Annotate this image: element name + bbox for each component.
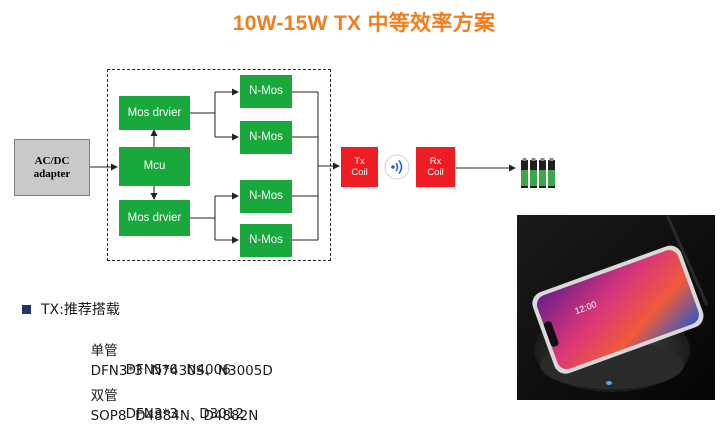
square-bullet-icon [22, 304, 31, 314]
tx-row-4: DFN3*3 D3012 [117, 390, 244, 422]
battery-icon [519, 156, 559, 190]
nmos-block-2: N-Mos [240, 121, 292, 154]
wireless-charger-phone-photo: 12:00 [517, 215, 715, 400]
ac-dc-adapter-block: AC/DC adapter [14, 139, 90, 196]
tx-row-1: 单管 DFN3*3 N7430S、N3005D [82, 323, 273, 379]
rx-coil-block: Rx Coil [416, 147, 455, 187]
mos-driver-bottom-block: Mos drvier [119, 200, 190, 236]
page-title: 10W-15W TX 中等效率方案 [232, 12, 496, 35]
tx-row-label: 单管 [90, 343, 118, 359]
tx-coil-block: Tx Coil [341, 147, 378, 187]
diagram-connectors [89, 88, 516, 244]
mcu-block: Mcu [119, 147, 190, 186]
wireless-signal-icon [384, 154, 410, 180]
tx-row-value: DFN3*3 N7430S、N3005D [90, 363, 273, 379]
tx-section-heading: TX:推荐搭载 [22, 299, 120, 319]
nmos-block-3: N-Mos [240, 180, 292, 213]
tx-heading-text: TX:推荐搭载 [41, 302, 120, 318]
tx-row-2: DFN5*6 N4006 [117, 346, 231, 378]
tx-row-value: DFN5*6 N4006 [125, 362, 231, 378]
nmos-block-1: N-Mos [240, 75, 292, 108]
tx-module-boundary [107, 69, 331, 261]
tx-row-value: DFN3*3 D3012 [125, 406, 244, 422]
nmos-block-4: N-Mos [240, 224, 292, 257]
mos-driver-top-block: Mos drvier [119, 96, 190, 130]
tx-row-label: 双管 [90, 388, 118, 404]
